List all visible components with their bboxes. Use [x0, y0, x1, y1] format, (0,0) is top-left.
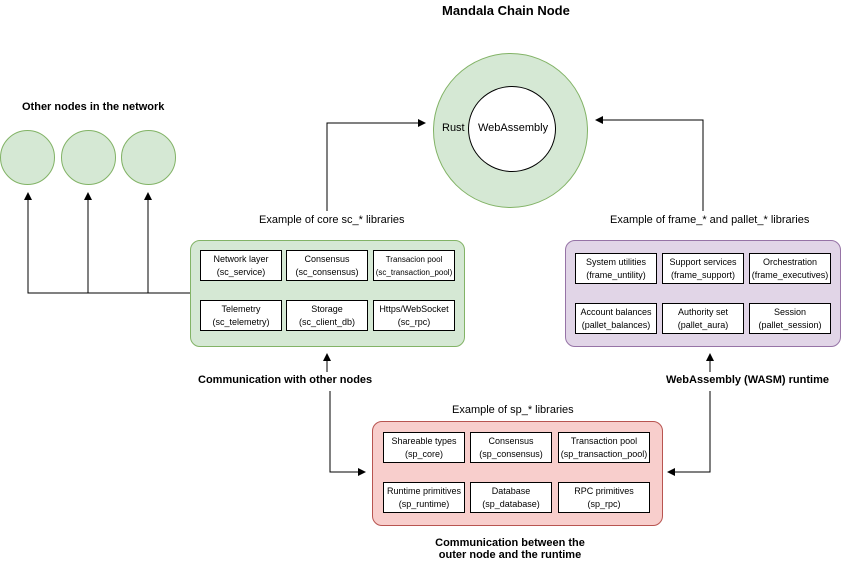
node-inner-circle — [468, 86, 556, 172]
sp-box-rpc-primitives: RPC primitives(sp_rpc) — [558, 482, 650, 513]
wasm-runtime-label: WebAssembly (WASM) runtime — [666, 374, 829, 386]
diagram-title: Mandala Chain Node — [442, 3, 570, 18]
arrow-comm-to-sp — [329, 391, 366, 476]
comm-outer-label-line1: Communication between the — [435, 537, 585, 549]
sc-box-telemetry: Telemetry(sc_telemetry) — [200, 300, 282, 331]
comm-outer-label-line2: outer node and the runtime — [438, 549, 582, 561]
sc-box-transaction-pool: Transacion pool(sc_transaction_pool) — [373, 250, 455, 281]
arrow-to-node-1 — [24, 192, 190, 294]
sc-box-network-layer: Network layer(sc_service) — [200, 250, 282, 281]
arrow-sc-to-node — [326, 119, 426, 211]
arrow-frame-to-node — [595, 116, 704, 211]
sc-caption: Example of core sc_* libraries — [259, 214, 405, 226]
frame-box-support-services: Support services(frame_support) — [662, 253, 744, 284]
sp-box-runtime-primitives: Runtime primitives(sp_runtime) — [383, 482, 465, 513]
sc-box-storage: Storage(sc_client_db) — [286, 300, 368, 331]
sp-box-shareable-types: Shareable types(sp_core) — [383, 432, 465, 463]
frame-box-orchestration: Orchestration(frame_executives) — [749, 253, 831, 284]
arrow-wasm-to-sp — [667, 391, 711, 476]
frame-caption: Example of frame_* and pallet_* librarie… — [610, 214, 810, 226]
frame-box-system-utilities: System utilities(frame_untility) — [575, 253, 657, 284]
sc-box-https-websocket: Https/WebSocket(sc_rpc) — [373, 300, 455, 331]
frame-box-authority-set: Authority set(pallet_aura) — [662, 303, 744, 334]
sc-box-consensus: Consensus(sc_consensus) — [286, 250, 368, 281]
frame-box-session: Session(pallet_session) — [749, 303, 831, 334]
frame-box-account-balances: Account balances(pallet_balances) — [575, 303, 657, 334]
comm-outer-label: Communication between the outer node and… — [420, 537, 600, 561]
sp-box-database: Database(sp_database) — [470, 482, 552, 513]
network-node-2 — [61, 130, 116, 185]
network-node-3 — [121, 130, 176, 185]
sp-box-transaction-pool: Transaction pool(sp_transaction_pool) — [558, 432, 650, 463]
network-node-1 — [0, 130, 55, 185]
network-heading: Other nodes in the network — [22, 101, 165, 113]
comm-nodes-label: Communication with other nodes — [198, 374, 373, 386]
rust-label: Rust — [442, 122, 465, 134]
sp-box-consensus: Consensus(sp_consensus) — [470, 432, 552, 463]
sp-caption: Example of sp_* libraries — [452, 404, 574, 416]
webassembly-label: WebAssembly — [478, 122, 549, 134]
